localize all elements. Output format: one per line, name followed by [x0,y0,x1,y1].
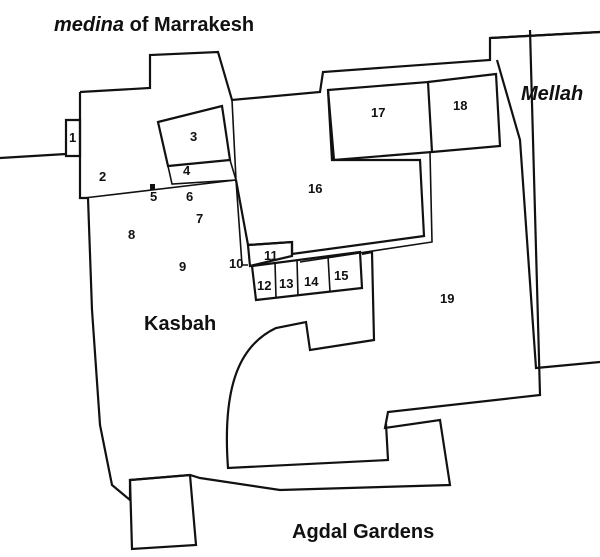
label-14: 14 [304,274,319,289]
label-9: 9 [179,259,186,274]
medina-label: medina of Marrakesh [54,14,254,36]
label-8: 8 [128,227,135,242]
label-1: 1 [69,130,76,145]
building-11-outline [246,240,294,268]
label-5: 5 [150,189,157,204]
label-16: 16 [308,181,322,196]
building-19-outline [225,250,390,470]
medina-italic: medina [54,14,124,36]
kasbah-label: Kasbah [144,313,216,335]
label-13: 13 [279,276,293,291]
label-18: 18 [453,98,467,113]
mellah-wall [489,30,600,370]
west-road [0,152,67,160]
medina-rest: of Marrakesh [124,14,254,36]
divider-12-13 [274,261,277,299]
label-2: 2 [99,169,106,184]
label-4: 4 [183,163,191,178]
building-18-outline [427,72,502,154]
label-7: 7 [196,211,203,226]
label-19: 19 [440,291,454,306]
divider-2-8 [83,179,237,199]
buildings-12-15-outline [250,250,364,302]
mellah-label: Mellah [521,83,583,105]
building-4-outline [167,159,238,185]
building-16-inner [299,151,433,263]
label-11: 11 [264,248,278,263]
agdal-label: Agdal Gardens [292,521,434,543]
divider-13-14 [296,259,299,297]
wall-4-9 [231,99,248,266]
label-17: 17 [371,105,385,120]
label-3: 3 [190,129,197,144]
divider-14-15 [327,255,331,293]
label-12: 12 [257,278,271,293]
gate-building-outline [128,473,198,551]
label-6: 6 [186,189,193,204]
label-15: 15 [334,268,348,283]
label-10: 10 [229,256,243,271]
building-17-outline [326,80,434,162]
gate-marker [150,184,155,190]
